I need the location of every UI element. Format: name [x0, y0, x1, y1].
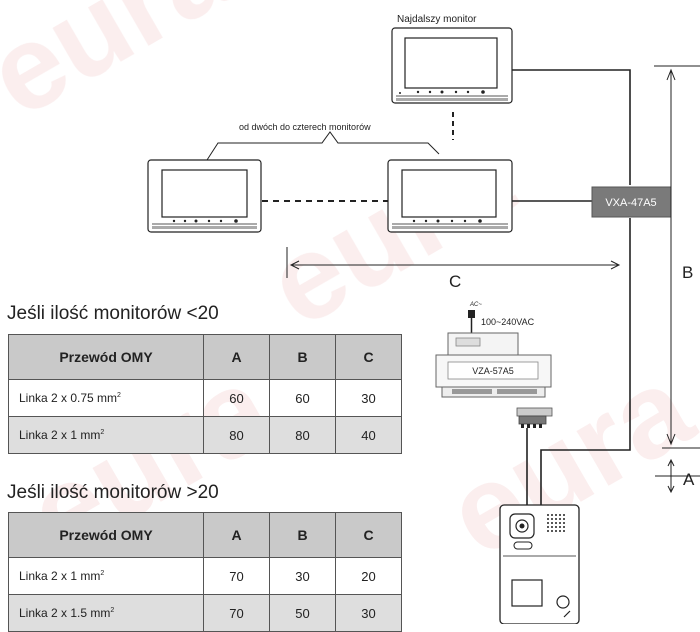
header-cable: Przewód OMY	[8, 512, 204, 558]
name-plate	[511, 579, 543, 607]
cell-b: 30	[269, 557, 336, 595]
label-power-supply: VZA-57A5	[472, 366, 514, 376]
cell-c: 40	[335, 416, 402, 454]
label-distributor: VXA-47A5	[605, 197, 656, 209]
dimension-b	[654, 65, 700, 449]
label-dim-b: B	[682, 263, 693, 282]
table-row: Linka 2 x 0.75 mm2 60 60 30	[8, 379, 402, 417]
table-header-row: Przewód OMY A B C	[8, 512, 402, 558]
monitor-left	[147, 159, 262, 233]
cell-b: 60	[269, 379, 336, 417]
distributor-box	[591, 186, 672, 218]
label-ac: AC~	[469, 302, 482, 308]
header-a: A	[203, 512, 270, 558]
call-button-icon	[556, 595, 570, 609]
table-title-over-20: Jeśli ilość monitorów >20	[7, 482, 219, 503]
cell-a: 70	[203, 594, 270, 632]
cell-cable: Linka 2 x 0.75 mm2	[8, 379, 204, 417]
table-row: Linka 2 x 1 mm2 80 80 40	[8, 416, 402, 454]
cell-c: 30	[335, 379, 402, 417]
speaker-grille	[547, 514, 565, 532]
power-supply: AC~	[435, 302, 553, 428]
monitor-farthest	[391, 27, 513, 104]
table-row: Linka 2 x 1 mm2 70 30 20	[8, 557, 402, 595]
wiring-table-under-20: Przewód OMY A B C Linka 2 x 0.75 mm2 60 …	[8, 334, 402, 454]
cell-a: 70	[203, 557, 270, 595]
cell-c: 30	[335, 594, 402, 632]
plug-icon	[468, 310, 475, 318]
header-b: B	[269, 334, 336, 380]
header-c: C	[335, 512, 402, 558]
monitor-right	[387, 159, 513, 233]
monitor-group-bracket	[206, 131, 440, 161]
table-header-row: Przewód OMY A B C	[8, 334, 402, 380]
wiring	[512, 69, 631, 505]
door-station	[499, 504, 580, 624]
header-a: A	[203, 334, 270, 380]
key-icon	[563, 610, 571, 618]
cell-cable: Linka 2 x 1 mm2	[8, 557, 204, 595]
cell-a: 60	[203, 379, 270, 417]
table-row: Linka 2 x 1.5 mm2 70 50 30	[8, 594, 402, 632]
label-two-to-four: od dwóch do czterech monitorów	[239, 122, 371, 132]
label-dim-a: A	[683, 470, 695, 489]
camera-icon	[515, 519, 529, 533]
label-dim-c: C	[449, 272, 461, 291]
cell-a: 80	[203, 416, 270, 454]
cell-b: 80	[269, 416, 336, 454]
dimension-c	[286, 247, 621, 278]
cell-cable: Linka 2 x 1 mm2	[8, 416, 204, 454]
header-b: B	[269, 512, 336, 558]
header-c: C	[335, 334, 402, 380]
label-farthest-monitor: Najdalszy monitor	[397, 14, 477, 25]
cell-b: 50	[269, 594, 336, 632]
dimension-a	[655, 458, 700, 494]
svg-text:eura: eura	[0, 0, 254, 143]
wiring-table-over-20: Przewód OMY A B C Linka 2 x 1 mm2 70 30 …	[8, 512, 402, 632]
cell-cable: Linka 2 x 1.5 mm2	[8, 594, 204, 632]
header-cable: Przewód OMY	[8, 334, 204, 380]
label-voltage: 100~240VAC	[481, 317, 535, 327]
cell-c: 20	[335, 557, 402, 595]
table-title-under-20: Jeśli ilość monitorów <20	[7, 303, 219, 324]
